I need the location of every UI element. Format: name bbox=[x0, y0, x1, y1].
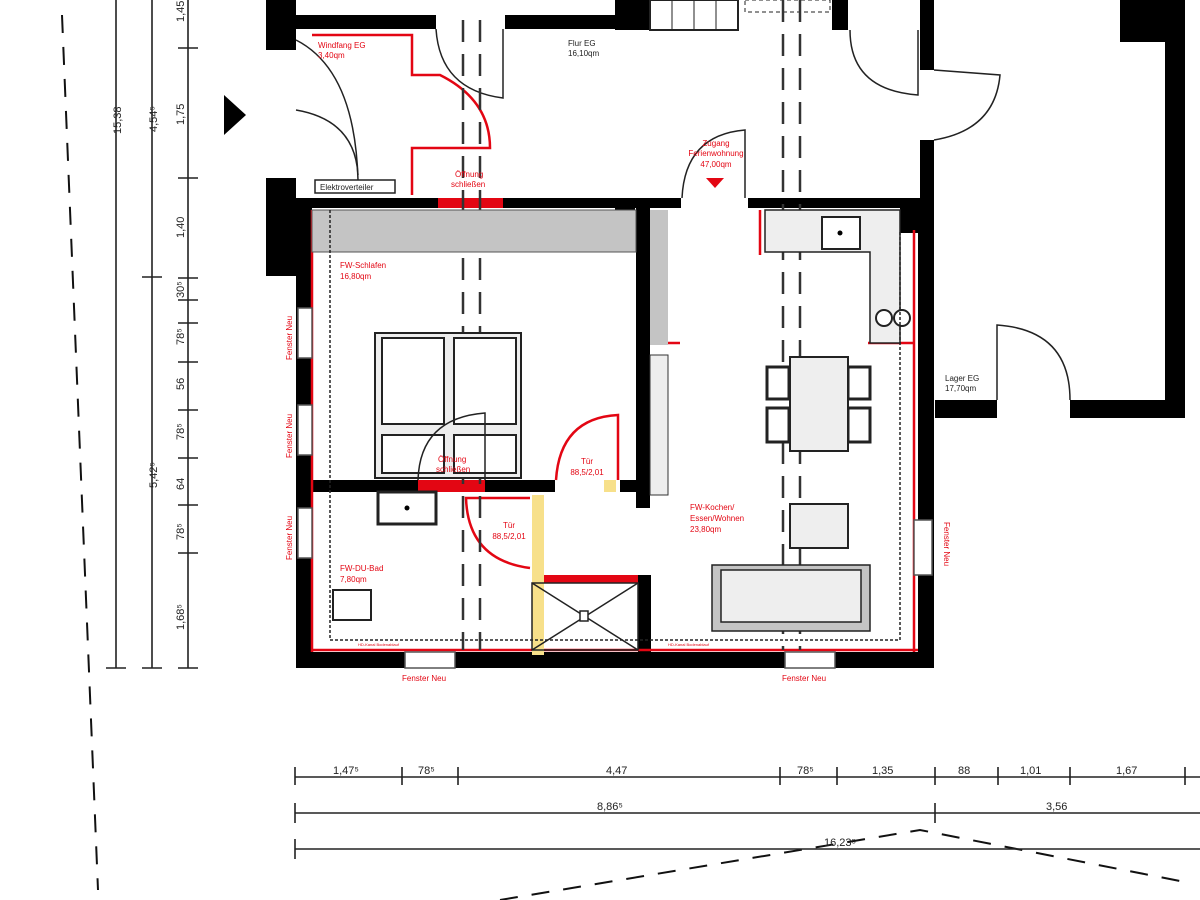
svg-text:Tür: Tür bbox=[581, 457, 593, 466]
tuer-label-1: Tür 88,5/2,01 bbox=[570, 457, 604, 477]
svg-text:15,38: 15,38 bbox=[112, 106, 124, 134]
hd-kanal-labels: HD-Kanal Bodenablauf HD-Kanal Bodenablau… bbox=[358, 642, 710, 647]
svg-text:3,40qm: 3,40qm bbox=[318, 51, 345, 60]
staircase bbox=[649, 0, 831, 31]
svg-text:Flur EG: Flur EG bbox=[568, 39, 596, 48]
svg-text:Lager EG: Lager EG bbox=[945, 374, 979, 383]
site-boundary-bottom bbox=[499, 828, 1186, 900]
svg-text:FW-DU-Bad: FW-DU-Bad bbox=[340, 564, 383, 573]
svg-text:88: 88 bbox=[958, 765, 970, 777]
fenster-labels: Fenster Neu Fenster Neu Fenster Neu Fens… bbox=[285, 316, 951, 683]
svg-text:Fenster Neu: Fenster Neu bbox=[782, 674, 826, 683]
room-kochen: FW-Kochen/Essen/Wohnen 23,80qm bbox=[690, 503, 744, 534]
svg-text:78⁵: 78⁵ bbox=[175, 523, 187, 540]
svg-text:56: 56 bbox=[175, 378, 187, 390]
elektroverteiler-label: Elektroverteiler bbox=[320, 183, 374, 192]
svg-text:Zugang: Zugang bbox=[702, 139, 729, 148]
svg-text:1,68⁵: 1,68⁵ bbox=[175, 604, 187, 630]
svg-text:Ferienwohnung: Ferienwohnung bbox=[688, 149, 743, 158]
svg-text:Fenster Neu: Fenster Neu bbox=[402, 674, 446, 683]
zugang-arrow-icon bbox=[706, 178, 724, 188]
svg-text:1,67: 1,67 bbox=[1116, 765, 1137, 777]
shower bbox=[531, 582, 639, 651]
svg-text:Fenster Neu: Fenster Neu bbox=[285, 414, 294, 458]
svg-text:HD-Kanal Bodenablauf: HD-Kanal Bodenablauf bbox=[358, 642, 400, 647]
svg-text:Fenster Neu: Fenster Neu bbox=[942, 522, 951, 566]
svg-text:1,75: 1,75 bbox=[175, 104, 187, 125]
sink bbox=[376, 490, 438, 526]
svg-text:1,40: 1,40 bbox=[175, 217, 187, 238]
windows bbox=[297, 307, 933, 669]
svg-text:Fenster Neu: Fenster Neu bbox=[285, 516, 294, 560]
svg-text:16,10qm: 16,10qm bbox=[568, 49, 599, 58]
svg-text:16,23⁵: 16,23⁵ bbox=[824, 837, 856, 849]
double-bed bbox=[374, 332, 522, 479]
toilet bbox=[332, 589, 372, 621]
svg-text:78⁵: 78⁵ bbox=[175, 328, 187, 345]
entrance-arrow-icon bbox=[224, 95, 246, 135]
room-windfang: Windfang EG3,40qm bbox=[318, 41, 366, 60]
svg-text:23,80qm: 23,80qm bbox=[690, 525, 721, 534]
svg-text:30⁵: 30⁵ bbox=[175, 281, 187, 298]
svg-text:78⁵: 78⁵ bbox=[797, 765, 814, 777]
svg-text:FW-Schlafen: FW-Schlafen bbox=[340, 261, 386, 270]
svg-text:Fenster Neu: Fenster Neu bbox=[285, 316, 294, 360]
kitchen-counter bbox=[764, 209, 911, 344]
svg-text:4,54⁵: 4,54⁵ bbox=[148, 106, 160, 132]
svg-text:47,00qm: 47,00qm bbox=[700, 160, 731, 169]
svg-text:schließen: schließen bbox=[436, 465, 470, 474]
dimension-lines-bottom: 1,47⁵ 78⁵ 4,47 78⁵ 1,35 88 1,01 1,67 8,8… bbox=[294, 765, 1200, 859]
existing-doors bbox=[295, 28, 1071, 401]
svg-text:16,80qm: 16,80qm bbox=[340, 272, 371, 281]
demolition-strip bbox=[532, 495, 544, 655]
svg-text:64: 64 bbox=[175, 478, 187, 490]
wardrobe bbox=[311, 209, 637, 253]
dimension-lines-left: 15,38 4,54⁵ 5,42⁵ 1,45 1,75 1,40 30⁵ 78⁵… bbox=[106, 0, 198, 669]
svg-text:17,70qm: 17,70qm bbox=[945, 384, 976, 393]
armchair bbox=[789, 503, 849, 549]
svg-text:FW-Kochen/: FW-Kochen/ bbox=[690, 503, 735, 512]
tuer-label-2: Tür 88,5/2,01 bbox=[492, 521, 526, 541]
svg-text:Öffnung: Öffnung bbox=[438, 455, 466, 464]
svg-text:Windfang EG: Windfang EG bbox=[318, 41, 366, 50]
svg-text:7,80qm: 7,80qm bbox=[340, 575, 367, 584]
svg-text:1,35: 1,35 bbox=[872, 765, 893, 777]
svg-text:3,56: 3,56 bbox=[1046, 801, 1067, 813]
svg-text:5,42⁵: 5,42⁵ bbox=[148, 462, 160, 488]
svg-text:HD-Kanal Bodenablauf: HD-Kanal Bodenablauf bbox=[668, 642, 710, 647]
sofa bbox=[711, 564, 871, 632]
site-boundary-left bbox=[61, 14, 99, 891]
svg-text:Essen/Wohnen: Essen/Wohnen bbox=[690, 514, 744, 523]
svg-text:1,47⁵: 1,47⁵ bbox=[333, 765, 359, 777]
svg-text:Tür: Tür bbox=[503, 521, 515, 530]
svg-text:78⁵: 78⁵ bbox=[418, 765, 435, 777]
svg-text:schließen: schließen bbox=[451, 180, 485, 189]
room-bad: FW-DU-Bad 7,80qm bbox=[340, 564, 383, 584]
room-schlafen: FW-Schlafen 16,80qm bbox=[340, 261, 386, 281]
dining-table bbox=[765, 356, 872, 452]
svg-text:1,45: 1,45 bbox=[175, 1, 187, 22]
beam-lines bbox=[461, 0, 802, 650]
svg-text:88,5/2,01: 88,5/2,01 bbox=[492, 532, 526, 541]
svg-text:8,86⁵: 8,86⁵ bbox=[597, 801, 623, 813]
svg-text:Öffnung: Öffnung bbox=[455, 170, 483, 179]
svg-text:4,47: 4,47 bbox=[606, 765, 627, 777]
svg-text:88,5/2,01: 88,5/2,01 bbox=[570, 468, 604, 477]
svg-text:78⁵: 78⁵ bbox=[175, 423, 187, 440]
svg-text:1,01: 1,01 bbox=[1020, 765, 1041, 777]
